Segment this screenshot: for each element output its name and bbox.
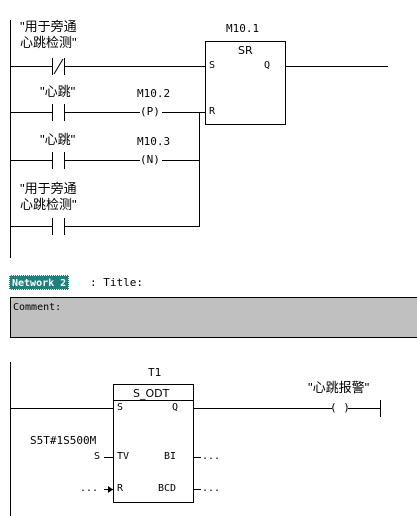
timer-pin-r: R <box>117 483 124 494</box>
timer-pin-tv: TV <box>117 451 130 462</box>
timer-address[interactable]: T1 <box>148 366 162 379</box>
edge-n-symbol: N <box>146 153 154 166</box>
contact2-label: "心跳" <box>40 84 76 99</box>
sr-pin-q: Q <box>264 60 271 71</box>
contact3-label: "心跳" <box>40 132 76 147</box>
network-2-comment-text: Comment: <box>13 302 62 313</box>
edge-n-address[interactable]: M10.3 <box>137 135 171 148</box>
sr-title: SR <box>238 44 253 57</box>
timer-tv-prefix: S <box>94 451 101 462</box>
r-input-arrow <box>108 486 113 493</box>
timer-title: S_ODT <box>133 387 170 400</box>
sr-address[interactable]: M10.1 <box>226 22 260 35</box>
timer-pin-bcd: BCD <box>158 483 177 494</box>
contact-nc-slash <box>53 58 64 75</box>
timer-tv-value[interactable]: S5T#1S500M <box>30 434 97 447</box>
coil-symbol[interactable]: ( ) <box>330 401 350 414</box>
network-2-label[interactable]: Network 2 <box>9 275 70 290</box>
timer-r-input[interactable]: ... <box>80 483 99 494</box>
edge-n-coil[interactable]: (N) <box>140 153 160 166</box>
edge-p-coil[interactable]: (P) <box>140 105 160 118</box>
timer-pin-bi: BI <box>164 451 177 462</box>
timer-block <box>113 384 194 503</box>
timer-pin-q: Q <box>172 402 179 413</box>
contact1-label-line1: "用于旁通 <box>20 19 77 34</box>
edge-p-symbol: P <box>146 105 154 118</box>
timer-bcd-output[interactable]: ... <box>202 483 221 494</box>
sr-pin-s: S <box>209 60 216 71</box>
sr-block <box>205 41 286 125</box>
sr-pin-r: R <box>209 106 216 117</box>
contact1-label-line2: 心跳检测" <box>20 35 77 50</box>
contact4-label-line2: 心跳检测" <box>20 197 77 212</box>
network-2-comment-box[interactable]: Comment: <box>10 297 417 338</box>
timer-bi-output[interactable]: ... <box>202 451 221 462</box>
edge-p-address[interactable]: M10.2 <box>137 87 171 100</box>
coil-label: "心跳报警" <box>308 380 370 395</box>
timer-pin-s: S <box>117 402 124 413</box>
network-2-title[interactable]: : Title: <box>90 276 143 289</box>
contact4-label-line1: "用于旁通 <box>20 181 77 196</box>
